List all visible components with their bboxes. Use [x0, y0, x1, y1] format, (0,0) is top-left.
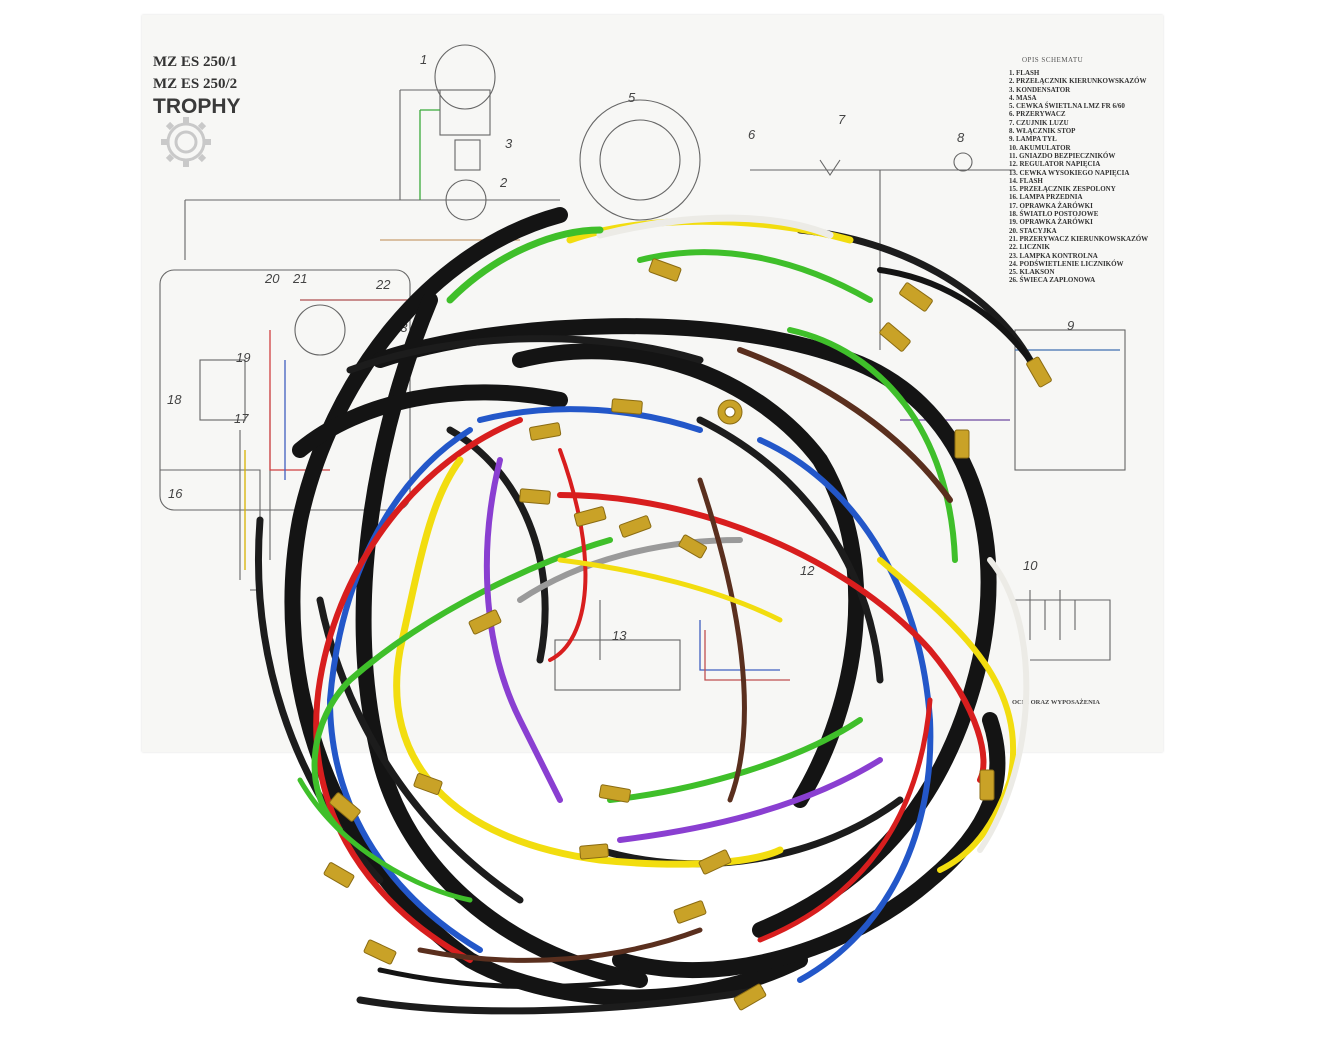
- legend-item: 24. PODŚWIETLENIE LICZNIKÓW: [1009, 259, 1124, 268]
- component-number: 17: [234, 411, 249, 426]
- legend-item: 13. CEWKA WYSOKIEGO NAPIĘCIA: [1009, 168, 1130, 177]
- component-number: 18: [167, 392, 182, 407]
- component-number: 2: [500, 175, 508, 190]
- legend-item: 5. CEWKA ŚWIETLNA LMZ FR 6/60: [1009, 102, 1125, 111]
- component-number: 12: [800, 563, 815, 578]
- legend-heading: OPIS SCHEMATU: [1022, 56, 1084, 64]
- model-title-line-1: MZ ES 250/1: [153, 54, 238, 70]
- legend-item: 21. PRZERYWACZ KIERUNKOWSKAZÓW: [1009, 234, 1149, 243]
- legend-item: 19. OPRAWKA ŻARÓWKI: [1009, 218, 1093, 227]
- component-number: 16: [168, 486, 183, 501]
- component-number: 19: [236, 350, 251, 365]
- legend-item: 8. WŁĄCZNIK STOP: [1009, 127, 1076, 136]
- legend-item: 9. LAMPA TYŁ: [1009, 135, 1057, 144]
- legend-item: 3. KONDENSATOR: [1009, 85, 1071, 94]
- component-number: 22: [376, 277, 391, 292]
- legend-item: 23. LAMPKA KONTROLNA: [1009, 251, 1098, 260]
- component-number: 5: [628, 90, 636, 105]
- legend-item: 26. ŚWIECA ZAPŁONOWA: [1009, 276, 1096, 285]
- legend-item: 18. ŚWIATŁO POSTOJOWE: [1009, 210, 1099, 219]
- legend-item: 11. GNIAZDO BEZPIECZNIKÓW: [1009, 151, 1116, 160]
- legend-item: 1. FLASH: [1009, 69, 1040, 77]
- legend-item: 17. OPRAWKA ŻARÓWKI: [1009, 201, 1093, 210]
- legend-item: 12. REGULATOR NAPIĘCIA: [1009, 160, 1101, 169]
- legend-item: 7. CZUJNIK LUZU: [1009, 118, 1069, 127]
- legend-item: 10. AKUMULATOR: [1009, 143, 1071, 152]
- legend-item: 4. MASA: [1009, 93, 1037, 102]
- component-number: 21: [293, 271, 308, 286]
- component-number: 20: [265, 271, 280, 286]
- component-number: 9: [1067, 318, 1075, 333]
- legend-item: 16. LAMPA PRZEDNIA: [1009, 193, 1083, 202]
- legend-item: 6. PRZERYWACZ: [1009, 110, 1066, 119]
- legend-item: 2. PRZEŁĄCZNIK KIERUNKOWSKAZÓW: [1009, 77, 1147, 86]
- component-number: 6: [748, 127, 756, 142]
- legend-item: 20. STACYJKA: [1009, 226, 1057, 235]
- legend-item: 14. FLASH: [1009, 176, 1043, 185]
- footer-note: OCIĄ ORAZ WYPOSAŻENIA: [1012, 699, 1101, 706]
- legend-list: 1. FLASH 2. PRZEŁĄCZNIK KIERUNKOWSKAZÓW …: [1009, 69, 1148, 285]
- legend-item: 22. LICZNIK: [1009, 243, 1050, 252]
- component-number: 8: [957, 130, 965, 145]
- component-number: 1: [420, 52, 428, 67]
- component-number: 13: [612, 628, 627, 643]
- component-number: 10: [1023, 558, 1038, 573]
- model-title-line-2: MZ ES 250/2: [153, 76, 238, 92]
- legend-item: 15. PRZEŁĄCZNIK ZESPOLONY: [1009, 185, 1116, 194]
- legend-item: 25. KLAKSON: [1009, 268, 1055, 277]
- component-number: 3: [505, 136, 513, 151]
- component-number: 7: [838, 112, 846, 127]
- model-title-trophy: TROPHY: [153, 95, 241, 118]
